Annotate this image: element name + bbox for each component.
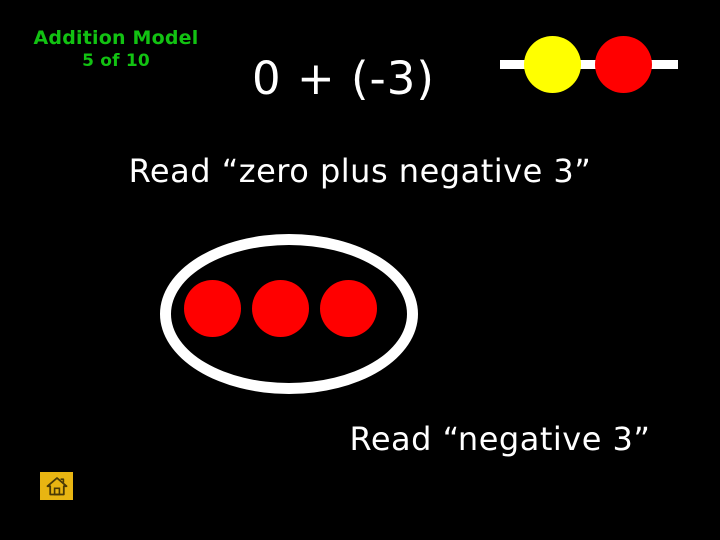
red-chip — [595, 36, 652, 93]
equation-expression: 0 + (-3) — [252, 52, 435, 105]
home-button[interactable] — [40, 472, 73, 500]
yellow-chip — [524, 36, 581, 93]
red-chip-row — [184, 279, 380, 339]
oval-outline — [160, 234, 418, 394]
page-title: Addition Model — [33, 27, 199, 49]
home-icon — [46, 476, 68, 496]
red-chip-3 — [320, 280, 377, 337]
oval-chip-group — [160, 234, 418, 394]
zero-pair-counter-group — [495, 30, 720, 100]
red-chip-1 — [184, 280, 241, 337]
number-line-bar — [500, 60, 678, 69]
red-chip-2 — [252, 280, 309, 337]
slide-title-block: Addition Model 5 of 10 — [0, 27, 232, 72]
read-instruction-equation: Read “zero plus negative 3” — [128, 152, 592, 190]
slide-counter: 5 of 10 — [82, 51, 150, 72]
read-instruction-result: Read “negative 3” — [349, 420, 651, 458]
